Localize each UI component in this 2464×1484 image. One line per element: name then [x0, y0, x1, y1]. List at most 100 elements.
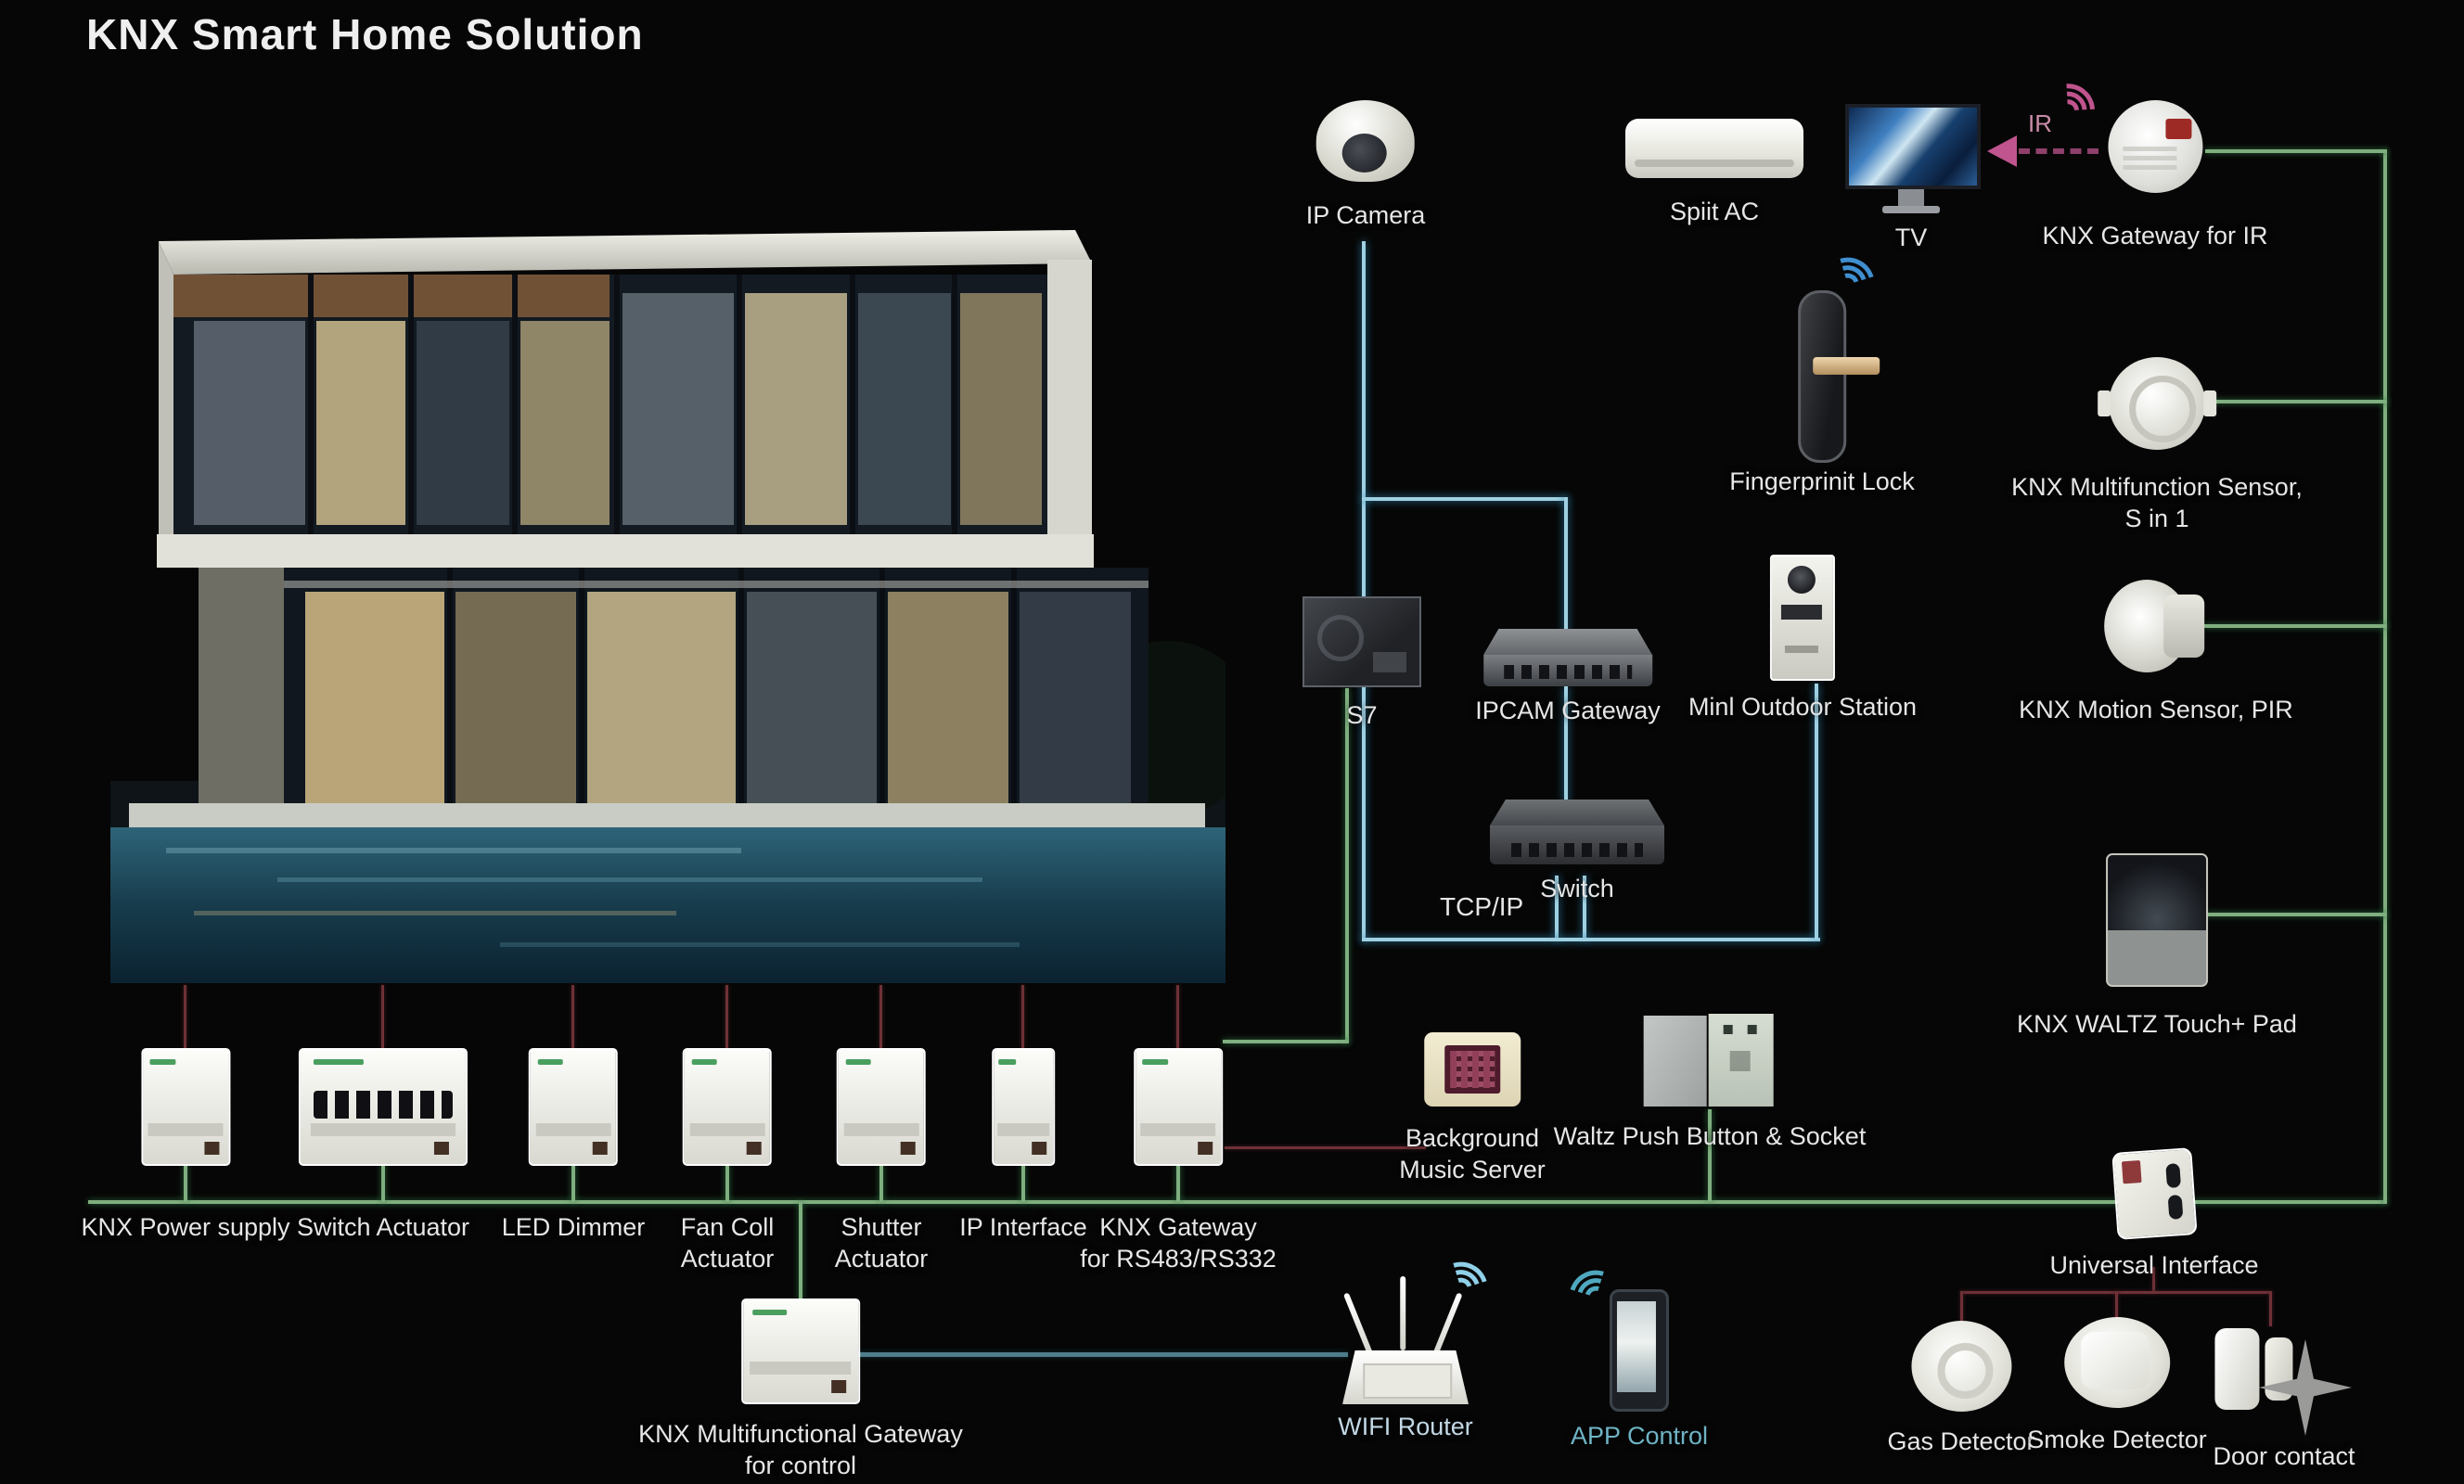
app-control-label: APP Control — [1570, 1422, 1709, 1450]
app-control: APP Control — [1559, 1260, 1709, 1452]
shutter-actuator-label-line1: Shutter — [841, 1213, 922, 1241]
fan-coil-actuator-label-line2: Actuator — [680, 1244, 775, 1273]
split-ac-label: Spiit AC — [1669, 198, 1760, 225]
tv-icon — [1845, 104, 1981, 215]
ipcam-gateway: IPCAM Gateway — [1475, 629, 1661, 727]
mf-gateway-icon — [741, 1298, 860, 1404]
wifi-router-icon — [1342, 1252, 1497, 1404]
s7-panel-icon — [1303, 596, 1421, 687]
shutter-actuator-icon — [837, 1048, 926, 1166]
ip-camera-label: IP Camera — [1305, 201, 1426, 229]
knx-ir-gateway-line — [2205, 149, 2387, 153]
power-gas-stub — [1960, 1291, 1963, 1326]
knx-module-stub-6 — [1021, 1164, 1025, 1202]
ip-interface: IP Interface — [959, 1048, 1087, 1244]
tv-label: TV — [1894, 224, 1928, 251]
mf-gateway-label: KNX Multifunctional Gateway for control — [638, 1419, 963, 1482]
waltz-touch-pad-label: KNX WALTZ Touch+ Pad — [2017, 1010, 2297, 1038]
knx-module-stub-2 — [381, 1164, 385, 1202]
knx-gateway-rs-label-line2: for RS483/RS332 — [1080, 1244, 1277, 1273]
knx-gateway-ir-icon — [2108, 100, 2202, 193]
smoke-detector-label: Smoke Detector — [2027, 1426, 2207, 1453]
power-universal-trunk — [2152, 1267, 2155, 1293]
fingerprint-lock-label: Fingerprinit Lock — [1729, 467, 1915, 495]
ipcam-gateway-icon — [1483, 629, 1652, 688]
gas-detector-icon — [1911, 1321, 2011, 1412]
universal-interface-label: Universal Interface — [2049, 1251, 2259, 1279]
gas-detector-label: Gas Detector — [1887, 1427, 2035, 1455]
led-dimmer-icon — [528, 1048, 618, 1166]
knx-gateway-ir: KNX Gateway for IR — [2042, 100, 2268, 252]
knx-mfgateway-stub — [799, 1202, 802, 1300]
page-title: KNX Smart Home Solution — [86, 10, 644, 58]
app-control-wifi-icon — [1559, 1260, 1633, 1334]
wifi-router-wifi-icon — [1424, 1252, 1497, 1325]
mf-gateway-label-line2: for control — [744, 1451, 857, 1479]
ir-dashed-line — [2019, 148, 2098, 154]
network-switch-label: Switch — [1540, 875, 1614, 902]
power-module-stub-2 — [381, 985, 384, 1048]
ir-arrow-icon — [1987, 135, 2017, 167]
led-dimmer: LED Dimmer — [502, 1048, 645, 1244]
ip-interface-icon — [992, 1048, 1055, 1166]
gas-detector: Gas Detector — [1887, 1321, 2035, 1458]
power-module-stub-4 — [725, 985, 728, 1048]
ip-camera-icon — [1316, 100, 1415, 182]
multifunction-sensor-icon — [2098, 357, 2205, 450]
knx-gateway-rs-icon — [1134, 1048, 1223, 1166]
smoke-detector: Smoke Detector — [2027, 1317, 2207, 1456]
knx-main-bus-line — [88, 1200, 2387, 1204]
multifunction-sensor-label-line2: S in 1 — [2124, 504, 2189, 532]
switch-actuator-label: Switch Actuator — [296, 1213, 470, 1241]
knx-power-supply: KNX Power supply — [81, 1048, 290, 1244]
lan-camera-riser — [1362, 241, 1366, 941]
music-server-label-line1: Background — [1405, 1124, 1540, 1152]
fan-coil-actuator-label-line1: Fan Coll — [680, 1213, 775, 1241]
knx-module-stub-3 — [571, 1164, 575, 1202]
split-ac-icon — [1625, 119, 1803, 178]
lan-outdoor-riser — [1815, 684, 1818, 940]
motion-sensor: KNX Motion Sensor, PIR — [2019, 580, 2293, 726]
lan-main-horizontal — [1362, 938, 1820, 941]
lan-camera-gateway-branch — [1362, 497, 1568, 501]
tcpip-label: TCP/IP — [1440, 892, 1524, 921]
ipcam-gateway-label: IPCAM Gateway — [1475, 697, 1661, 724]
knx-s7-rsgateway-line — [1223, 1040, 1349, 1043]
power-module-stub-5 — [879, 985, 882, 1048]
multifunction-sensor: KNX Multifunction Sensor, S in 1 — [2011, 357, 2303, 535]
s7-panel: S7 — [1303, 596, 1421, 732]
fingerprint-lock: Fingerprinit Lock — [1729, 248, 1915, 498]
wifi-router-label: WIFI Router — [1338, 1413, 1473, 1440]
s7-panel-label: S7 — [1346, 701, 1378, 729]
fan-coil-actuator-icon — [683, 1048, 772, 1166]
knx-power-supply-icon — [140, 1048, 230, 1166]
power-module-stub-3 — [571, 985, 574, 1048]
smoke-detector-icon — [2063, 1317, 2170, 1408]
power-module-stub-7 — [1176, 985, 1179, 1048]
multifunction-sensor-label-line1: KNX Multifunction Sensor, — [2011, 473, 2303, 501]
knx-motion-line — [2204, 624, 2387, 628]
mf-gateway: KNX Multifunctional Gateway for control — [638, 1298, 963, 1482]
ir-label: IR — [2028, 109, 2052, 137]
lan-gateway-top-stub — [1564, 497, 1568, 636]
door-contact: Door contact — [2213, 1324, 2355, 1473]
outdoor-station: Minl Outdoor Station — [1688, 555, 1917, 723]
fingerprint-lock-icon — [1765, 248, 1884, 463]
shutter-actuator-label-line2: Actuator — [834, 1244, 929, 1273]
power-module-stub-1 — [184, 985, 186, 1048]
shutter-actuator-label: Shutter Actuator — [835, 1212, 929, 1275]
switch-actuator: Switch Actuator — [297, 1048, 469, 1244]
waltz-touch-pad: KNX WALTZ Touch+ Pad — [2017, 853, 2297, 1041]
split-ac: Spiit AC — [1625, 119, 1803, 228]
music-server-label: Background Music Server — [1399, 1123, 1546, 1186]
lan-switch-stub-right — [1583, 876, 1586, 940]
knx-s7-drop-line — [1345, 688, 1349, 1043]
power-door-stub — [2269, 1291, 2272, 1326]
lan-gateway-switch-stub — [1564, 686, 1568, 803]
knx-gateway-rs-label-line1: KNX Gateway — [1099, 1213, 1257, 1241]
knx-right-riser-line — [2383, 149, 2387, 1204]
knx-module-stub-5 — [879, 1164, 883, 1202]
universal-interface: Universal Interface — [2049, 1147, 2259, 1282]
knx-module-stub-1 — [184, 1164, 187, 1202]
outdoor-station-icon — [1770, 555, 1835, 681]
